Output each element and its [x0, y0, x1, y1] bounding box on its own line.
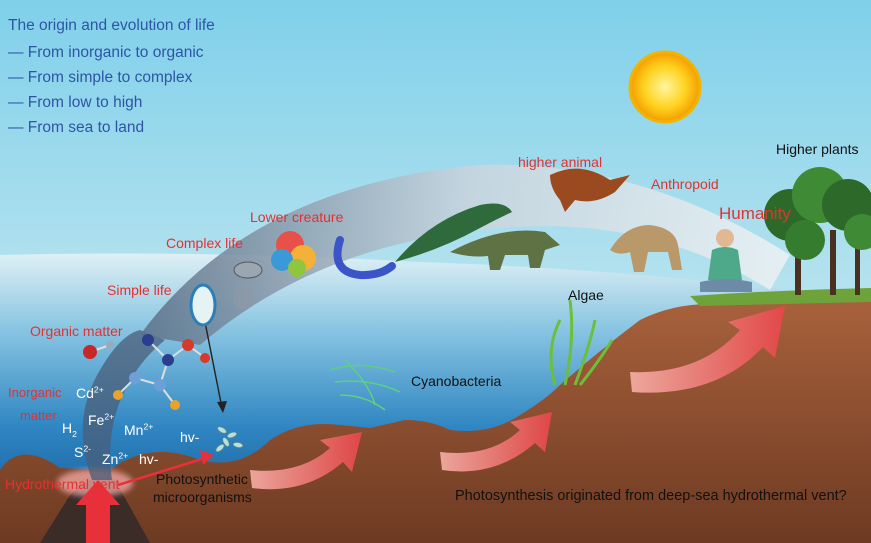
- ion-zn: Zn2+: [102, 452, 128, 466]
- title-line-1: — From inorganic to organic: [8, 45, 204, 61]
- ion-fe: Fe2+: [88, 413, 114, 427]
- label-higher-animal: higher animal: [518, 155, 602, 169]
- simple-cell-icon: [191, 285, 215, 325]
- label-photosynthetic-line1: Photosynthetic: [156, 472, 248, 486]
- label-photosynthetic-line2: microorganisms: [153, 490, 252, 504]
- label-cyanobacteria: Cyanobacteria: [411, 374, 501, 388]
- label-inorganic-line1: Inorganic: [8, 386, 61, 399]
- label-organic-matter: Organic matter: [30, 324, 123, 338]
- label-hydrothermal-vent: Hydrothermal vent: [5, 477, 119, 491]
- title-line-4: — From sea to land: [8, 120, 144, 136]
- flagellate-icon: [233, 284, 251, 310]
- hv-label-right: hv-: [180, 430, 199, 444]
- label-algae: Algae: [568, 288, 604, 302]
- label-humanity: Humanity: [719, 205, 791, 222]
- sun-icon: [630, 52, 700, 122]
- complex-cell-icon: [234, 262, 262, 278]
- ion-mn: Mn2+: [124, 423, 153, 437]
- title-line-2: — From simple to complex: [8, 70, 192, 86]
- label-complex-life: Complex life: [166, 236, 243, 250]
- hypothesis-question: Photosynthesis originated from deep-sea …: [455, 489, 847, 504]
- title-line-3: — From low to high: [8, 95, 142, 111]
- ion-s: S2-: [74, 445, 91, 459]
- title-heading: The origin and evolution of life: [8, 18, 215, 34]
- label-lower-creature: Lower creature: [250, 210, 343, 224]
- label-anthropoid: Anthropoid: [651, 177, 719, 191]
- molecule-h2: H2: [62, 421, 77, 435]
- hv-label-left: hv-: [139, 452, 158, 466]
- ion-cd: Cd2+: [76, 386, 104, 400]
- label-higher-plants: Higher plants: [776, 142, 859, 156]
- label-inorganic-line2: matter: [20, 409, 57, 422]
- label-simple-life: Simple life: [107, 283, 172, 297]
